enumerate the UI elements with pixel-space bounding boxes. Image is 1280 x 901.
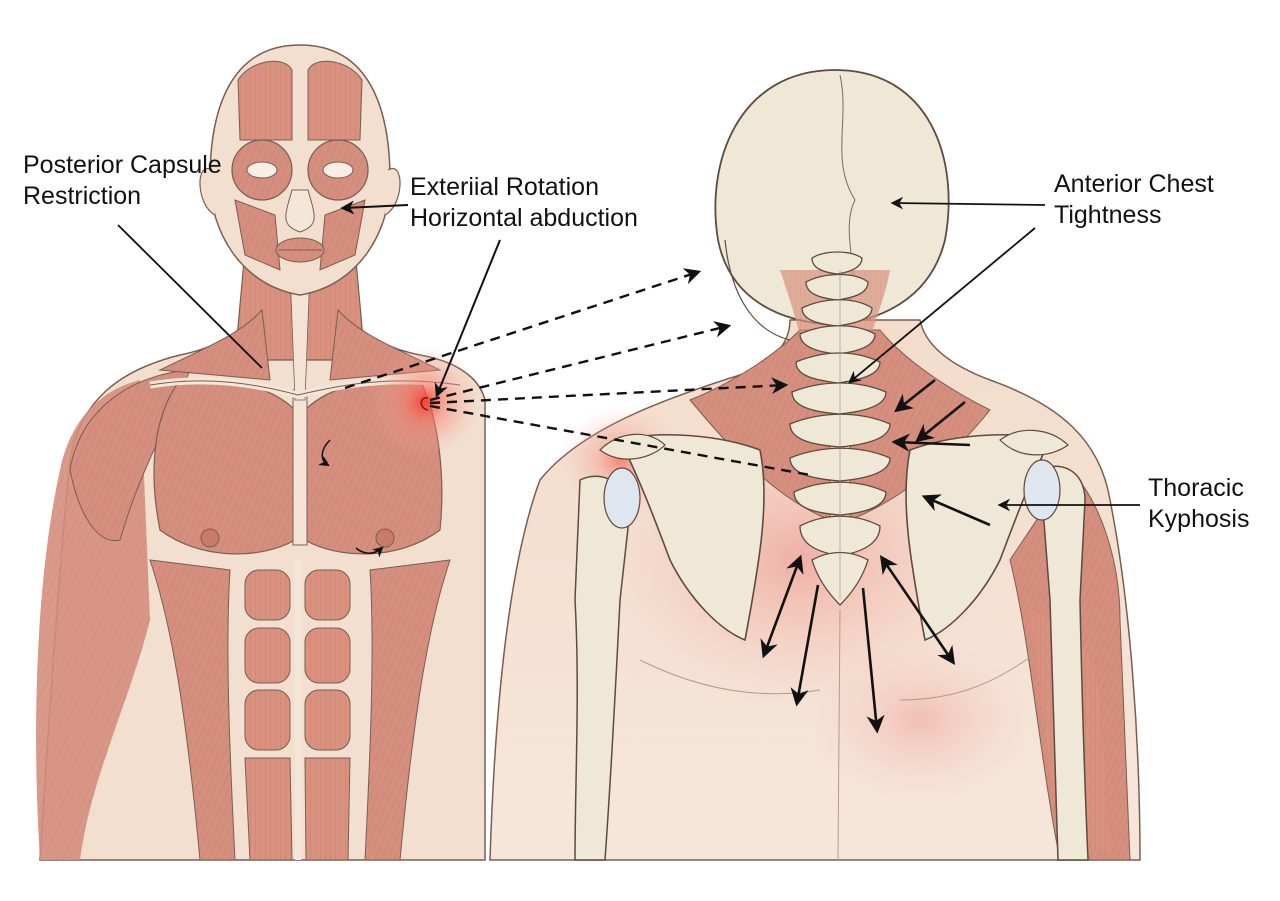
label-posterior-capsule: Posterior Capsule Restriction	[23, 150, 222, 212]
label-line: Horizontal abduction	[410, 204, 638, 232]
label-line: Tightness	[1054, 201, 1162, 229]
posterior-body	[489, 69, 1141, 861]
anterior-body	[36, 44, 486, 861]
label-line: Restriction	[23, 182, 142, 210]
label-line: Kyphosis	[1148, 505, 1250, 533]
shoulder-pain-point	[370, 347, 480, 457]
label-external-rotation: Exteriial Rotation Horizontal abduction	[410, 172, 638, 234]
label-anterior-chest: Anterior Chest Tightness	[1054, 169, 1214, 231]
label-line: Anterior Chest	[1054, 170, 1214, 198]
label-line: Posterior Capsule	[23, 151, 222, 179]
label-line: Exteriial Rotation	[410, 173, 599, 201]
annotation-arrows	[117, 196, 1140, 734]
label-line: Thoracic	[1148, 474, 1244, 502]
label-thoracic-kyphosis: Thoracic Kyphosis	[1148, 473, 1249, 535]
